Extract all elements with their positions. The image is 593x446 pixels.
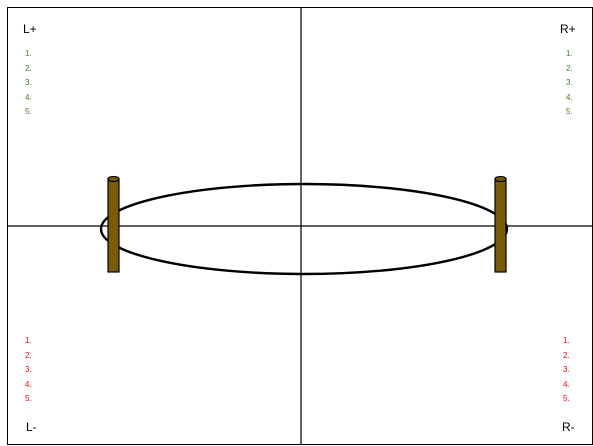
list-item: 1.: [563, 334, 570, 349]
list-item: 1.: [25, 47, 32, 62]
left-post-icon: [108, 177, 119, 273]
right-positive-list: 1. 2. 3. 4. 5.: [566, 47, 573, 120]
list-item: 3.: [25, 76, 32, 91]
right-negative-list: 1. 2. 3. 4. 5.: [563, 334, 570, 407]
list-item: 4.: [566, 91, 573, 106]
list-item: 3.: [563, 363, 570, 378]
left-negative-list: 1. 2. 3. 4. 5.: [25, 334, 32, 407]
list-item: 4.: [563, 378, 570, 393]
quadrant-label-l-plus: L+: [23, 22, 37, 36]
list-item: 1.: [25, 334, 32, 349]
list-item: 4.: [25, 378, 32, 393]
ellipse-loop: [101, 184, 507, 274]
quadrant-label-r-minus: R-: [562, 420, 575, 434]
list-item: 3.: [566, 76, 573, 91]
quadrant-label-l-minus: L-: [26, 420, 37, 434]
list-item: 5.: [563, 392, 570, 407]
quadrant-label-r-plus: R+: [560, 22, 576, 36]
list-item: 3.: [25, 363, 32, 378]
list-item: 2.: [25, 62, 32, 77]
list-item: 4.: [25, 91, 32, 106]
list-item: 2.: [566, 62, 573, 77]
list-item: 5.: [25, 105, 32, 120]
list-item: 5.: [25, 392, 32, 407]
list-item: 2.: [563, 349, 570, 364]
list-item: 2.: [25, 349, 32, 364]
list-item: 1.: [566, 47, 573, 62]
right-post-icon: [495, 177, 506, 273]
left-positive-list: 1. 2. 3. 4. 5.: [25, 47, 32, 120]
list-item: 5.: [566, 105, 573, 120]
